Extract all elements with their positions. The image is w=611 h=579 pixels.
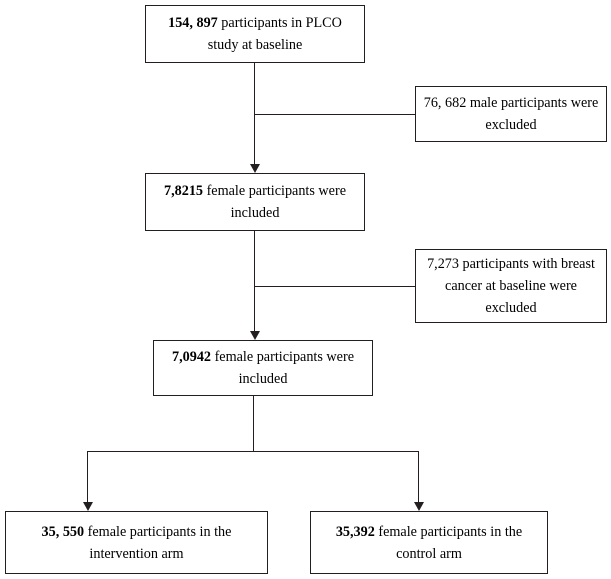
node-female-included: 7,8215 female participants were included bbox=[145, 173, 365, 231]
connector-to-control-line bbox=[418, 451, 419, 502]
node-control-arm-rest: female participants in the control arm bbox=[374, 523, 523, 562]
node-excluded-male-text: 76, 682 male participants were excluded bbox=[423, 95, 599, 133]
node-baseline-cohort-count: 154, 897 bbox=[168, 15, 218, 31]
connector-to-intervention-line bbox=[87, 451, 88, 502]
node-final-included-count: 7,0942 bbox=[172, 349, 212, 365]
node-final-included-rest: female participants were included bbox=[211, 349, 354, 387]
connector-to-intervention-arrowhead bbox=[83, 502, 93, 511]
node-final-included-text: 7,0942 female participants were included bbox=[160, 346, 366, 390]
node-baseline-cohort: 154, 897 participants in PLCO study at b… bbox=[145, 5, 365, 63]
connector-to-control-arrowhead bbox=[414, 502, 424, 511]
node-female-included-count: 7,8215 bbox=[164, 183, 204, 199]
connector-final-split-crossbar bbox=[87, 451, 419, 452]
node-baseline-cohort-text: 154, 897 participants in PLCO study at b… bbox=[152, 12, 358, 56]
node-intervention-arm-text: 35, 550 female participants in the inter… bbox=[12, 521, 261, 565]
node-intervention-arm: 35, 550 female participants in the inter… bbox=[5, 511, 268, 574]
node-female-included-text: 7,8215 female participants were included bbox=[152, 180, 358, 224]
node-excluded-breast-cancer: 7,273 participants with breast cancer at… bbox=[415, 249, 607, 323]
connector-female-to-final-arrowhead bbox=[250, 331, 260, 340]
node-final-included: 7,0942 female participants were included bbox=[153, 340, 373, 396]
node-intervention-arm-count: 35, 550 bbox=[41, 523, 85, 540]
connector-branch-to-excluded-male bbox=[254, 114, 415, 115]
node-control-arm-text: 35,392 female participants in the contro… bbox=[317, 521, 541, 565]
connector-female-to-final-line bbox=[254, 231, 255, 331]
node-control-arm-count: 35,392 bbox=[335, 523, 375, 540]
connector-baseline-to-female-line bbox=[254, 63, 255, 164]
node-control-arm: 35,392 female participants in the contro… bbox=[310, 511, 548, 574]
node-intervention-arm-rest: female participants in the intervention … bbox=[84, 523, 232, 562]
connector-baseline-to-female-arrowhead bbox=[250, 164, 260, 173]
connector-branch-to-excluded-breast-cancer bbox=[254, 286, 415, 287]
node-female-included-rest: female participants were included bbox=[203, 183, 346, 221]
connector-final-split-stem bbox=[253, 396, 254, 451]
node-baseline-cohort-rest: participants in PLCO study at baseline bbox=[207, 15, 342, 53]
node-excluded-male: 76, 682 male participants were excluded bbox=[415, 86, 607, 142]
node-excluded-breast-cancer-text: 7,273 participants with breast cancer at… bbox=[427, 256, 595, 316]
